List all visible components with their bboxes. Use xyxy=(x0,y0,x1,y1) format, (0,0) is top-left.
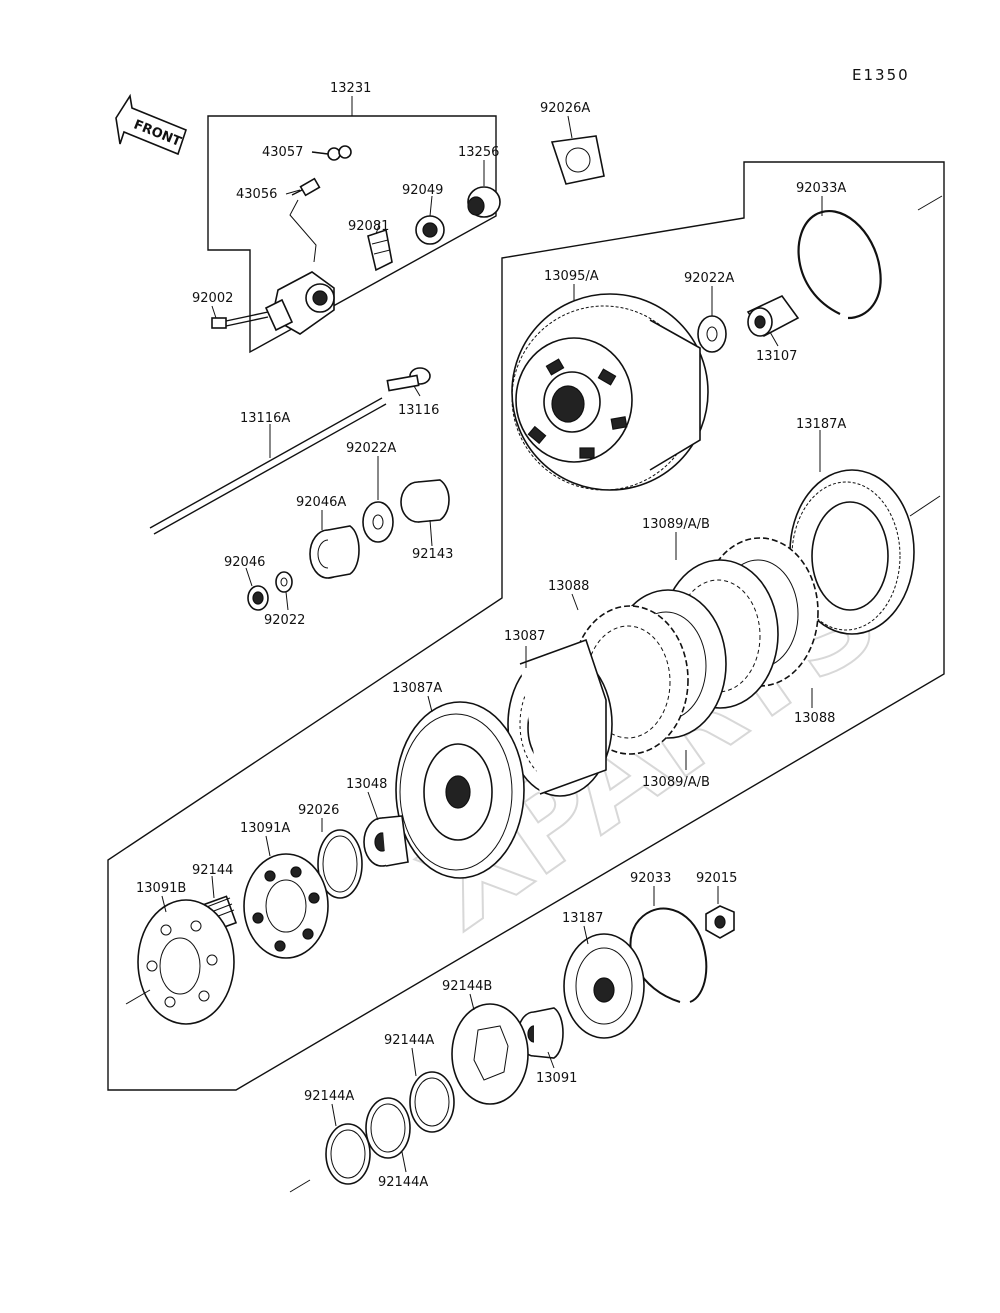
label-13089AB-top: 13089/A/B xyxy=(642,517,710,532)
label-13091A: 13091A xyxy=(240,821,290,836)
part-13091A xyxy=(243,853,329,959)
part-92022 xyxy=(275,571,293,593)
label-92022A-mid: 92022A xyxy=(346,441,396,456)
part-13107 xyxy=(746,294,800,338)
label-13088-left: 13088 xyxy=(548,579,589,594)
clutch-plate-stack xyxy=(571,537,819,755)
label-92144: 92144 xyxy=(192,863,233,878)
label-13048: 13048 xyxy=(346,777,387,792)
part-92081 xyxy=(367,228,393,272)
label-92046A: 92046A xyxy=(296,495,346,510)
part-92046A xyxy=(309,525,360,579)
part-92015 xyxy=(705,905,735,939)
part-13048 xyxy=(363,815,409,867)
part-13087 xyxy=(507,638,613,797)
label-92144A-3: 92144A xyxy=(378,1175,428,1190)
label-92049: 92049 xyxy=(402,183,443,198)
label-13088-right: 13088 xyxy=(794,711,835,726)
front-arrow-icon: FRONT xyxy=(115,93,187,156)
part-13116A xyxy=(149,397,387,535)
label-13107: 13107 xyxy=(756,349,797,364)
label-92022: 92022 xyxy=(264,613,305,628)
part-13087A xyxy=(395,701,525,879)
part-92002 xyxy=(211,311,269,329)
part-43057 xyxy=(311,145,352,161)
part-92033A xyxy=(797,209,882,320)
label-92081: 92081 xyxy=(348,219,389,234)
label-13095A: 13095/A xyxy=(544,269,599,284)
part-13256 xyxy=(467,186,501,218)
label-92144B: 92144B xyxy=(442,979,492,994)
part-92144A-2 xyxy=(365,1097,411,1159)
label-43057: 43057 xyxy=(262,145,303,160)
part-13116 xyxy=(386,367,431,392)
label-13087A: 13087A xyxy=(392,681,442,696)
label-13256: 13256 xyxy=(458,145,499,160)
label-92002: 92002 xyxy=(192,291,233,306)
label-92046: 92046 xyxy=(224,555,265,570)
label-13187: 13187 xyxy=(562,911,603,926)
part-13187A xyxy=(789,469,915,635)
main-assembly-frame xyxy=(107,161,945,1091)
part-13091B xyxy=(137,899,235,1025)
part-13187 xyxy=(563,933,645,1039)
diagram-code: E1350 xyxy=(852,66,910,84)
part-92049 xyxy=(415,215,445,245)
part-13095A xyxy=(511,293,709,491)
part-92143 xyxy=(400,479,450,523)
label-92143: 92143 xyxy=(412,547,453,562)
top-assembly-frame xyxy=(207,115,497,354)
leader-lines xyxy=(161,96,823,1173)
label-92026A: 92026A xyxy=(540,101,590,116)
part-92144A-3 xyxy=(325,1123,371,1185)
part-92022A-mid xyxy=(362,501,394,543)
pump-body xyxy=(264,271,335,335)
label-13187A: 13187A xyxy=(796,417,846,432)
label-92144A-2: 92144A xyxy=(304,1089,354,1104)
label-92015: 92015 xyxy=(696,871,737,886)
part-92026 xyxy=(317,829,363,899)
label-13091B: 13091B xyxy=(136,881,186,896)
label-92144A-1: 92144A xyxy=(384,1033,434,1048)
label-13091: 13091 xyxy=(536,1071,577,1086)
label-92022A-top: 92022A xyxy=(684,271,734,286)
label-92033: 92033 xyxy=(630,871,671,886)
label-92033A: 92033A xyxy=(796,181,846,196)
label-13116: 13116 xyxy=(398,403,439,418)
part-92144A-1 xyxy=(409,1071,455,1133)
axis-arrow-icon xyxy=(125,195,943,1193)
label-13089AB-bot: 13089/A/B xyxy=(642,775,710,790)
label-13087: 13087 xyxy=(504,629,545,644)
label-43056: 43056 xyxy=(236,187,277,202)
part-92046 xyxy=(247,585,269,611)
part-43056 xyxy=(289,177,321,263)
part-92144B xyxy=(451,1003,529,1105)
part-92026A xyxy=(550,135,605,185)
label-13231: 13231 xyxy=(330,81,371,96)
label-92026: 92026 xyxy=(298,803,339,818)
label-13116A: 13116A xyxy=(240,411,290,426)
part-92022A-top xyxy=(697,315,727,353)
